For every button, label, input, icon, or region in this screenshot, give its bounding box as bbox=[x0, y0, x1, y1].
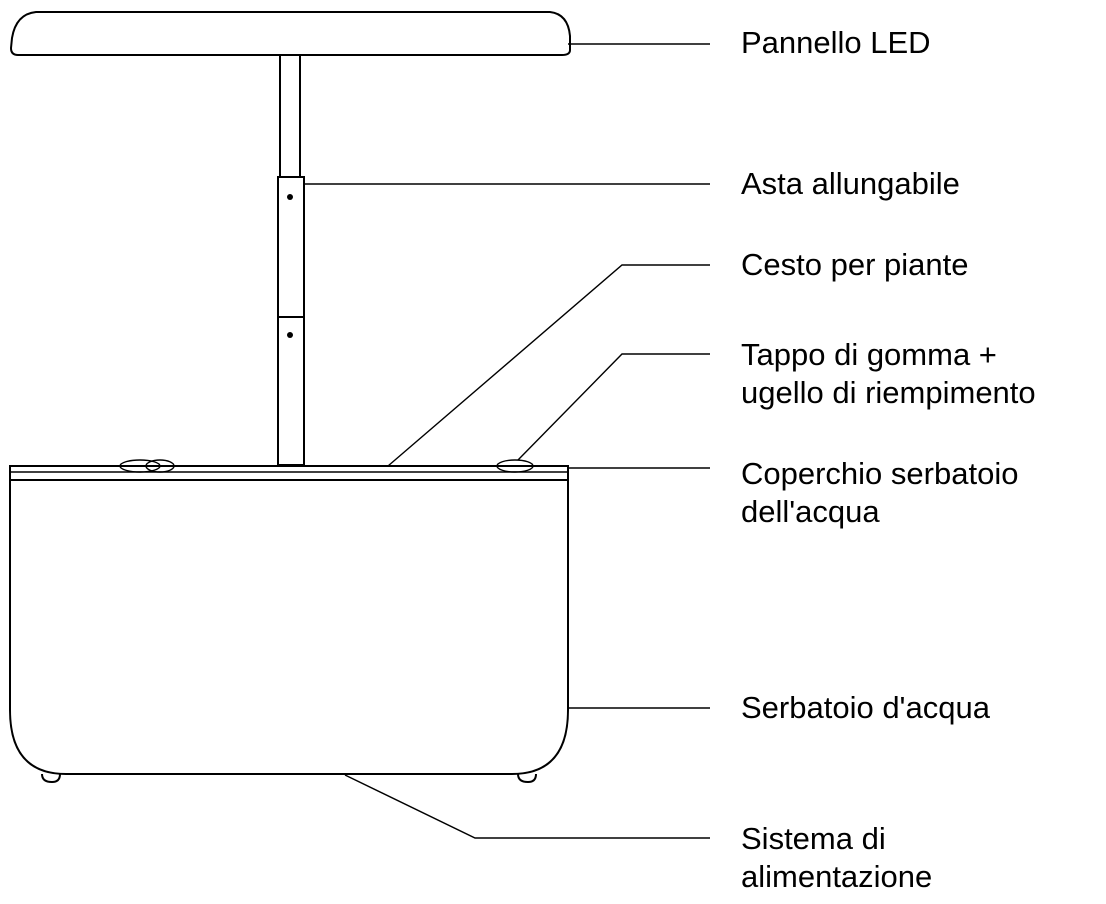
water-tank bbox=[9, 480, 569, 775]
label-plant-basket-text: Cesto per piante bbox=[741, 247, 969, 282]
label-water-tank-text: Serbatoio d'acqua bbox=[741, 690, 990, 725]
label-tank-lid: Coperchio serbatoio dell'acqua bbox=[741, 455, 1018, 531]
label-extendable-rod-text: Asta allungabile bbox=[741, 166, 960, 201]
leader-lines bbox=[304, 43, 710, 839]
label-tank-lid-line2: dell'acqua bbox=[741, 494, 880, 529]
led-panel bbox=[9, 11, 571, 56]
label-power-system-line1: Sistema di bbox=[741, 821, 886, 856]
label-tank-lid-line1: Coperchio serbatoio bbox=[741, 456, 1019, 491]
label-rubber-cap: Tappo di gomma + ugello di riempimento bbox=[741, 336, 1036, 412]
label-power-system-line2: alimentazione bbox=[741, 859, 933, 894]
label-led-panel-text: Pannello LED bbox=[741, 25, 931, 60]
label-led-panel: Pannello LED bbox=[741, 24, 931, 62]
label-rubber-cap-line2: ugello di riempimento bbox=[741, 375, 1036, 410]
label-water-tank: Serbatoio d'acqua bbox=[741, 689, 990, 727]
label-rubber-cap-line1: Tappo di gomma + bbox=[741, 337, 997, 372]
label-power-system: Sistema di alimentazione bbox=[741, 820, 932, 896]
label-plant-basket: Cesto per piante bbox=[741, 246, 968, 284]
extendable-rod bbox=[277, 54, 305, 466]
label-extendable-rod: Asta allungabile bbox=[741, 165, 960, 203]
tank-lid bbox=[9, 465, 569, 481]
tank-feet bbox=[41, 773, 537, 784]
